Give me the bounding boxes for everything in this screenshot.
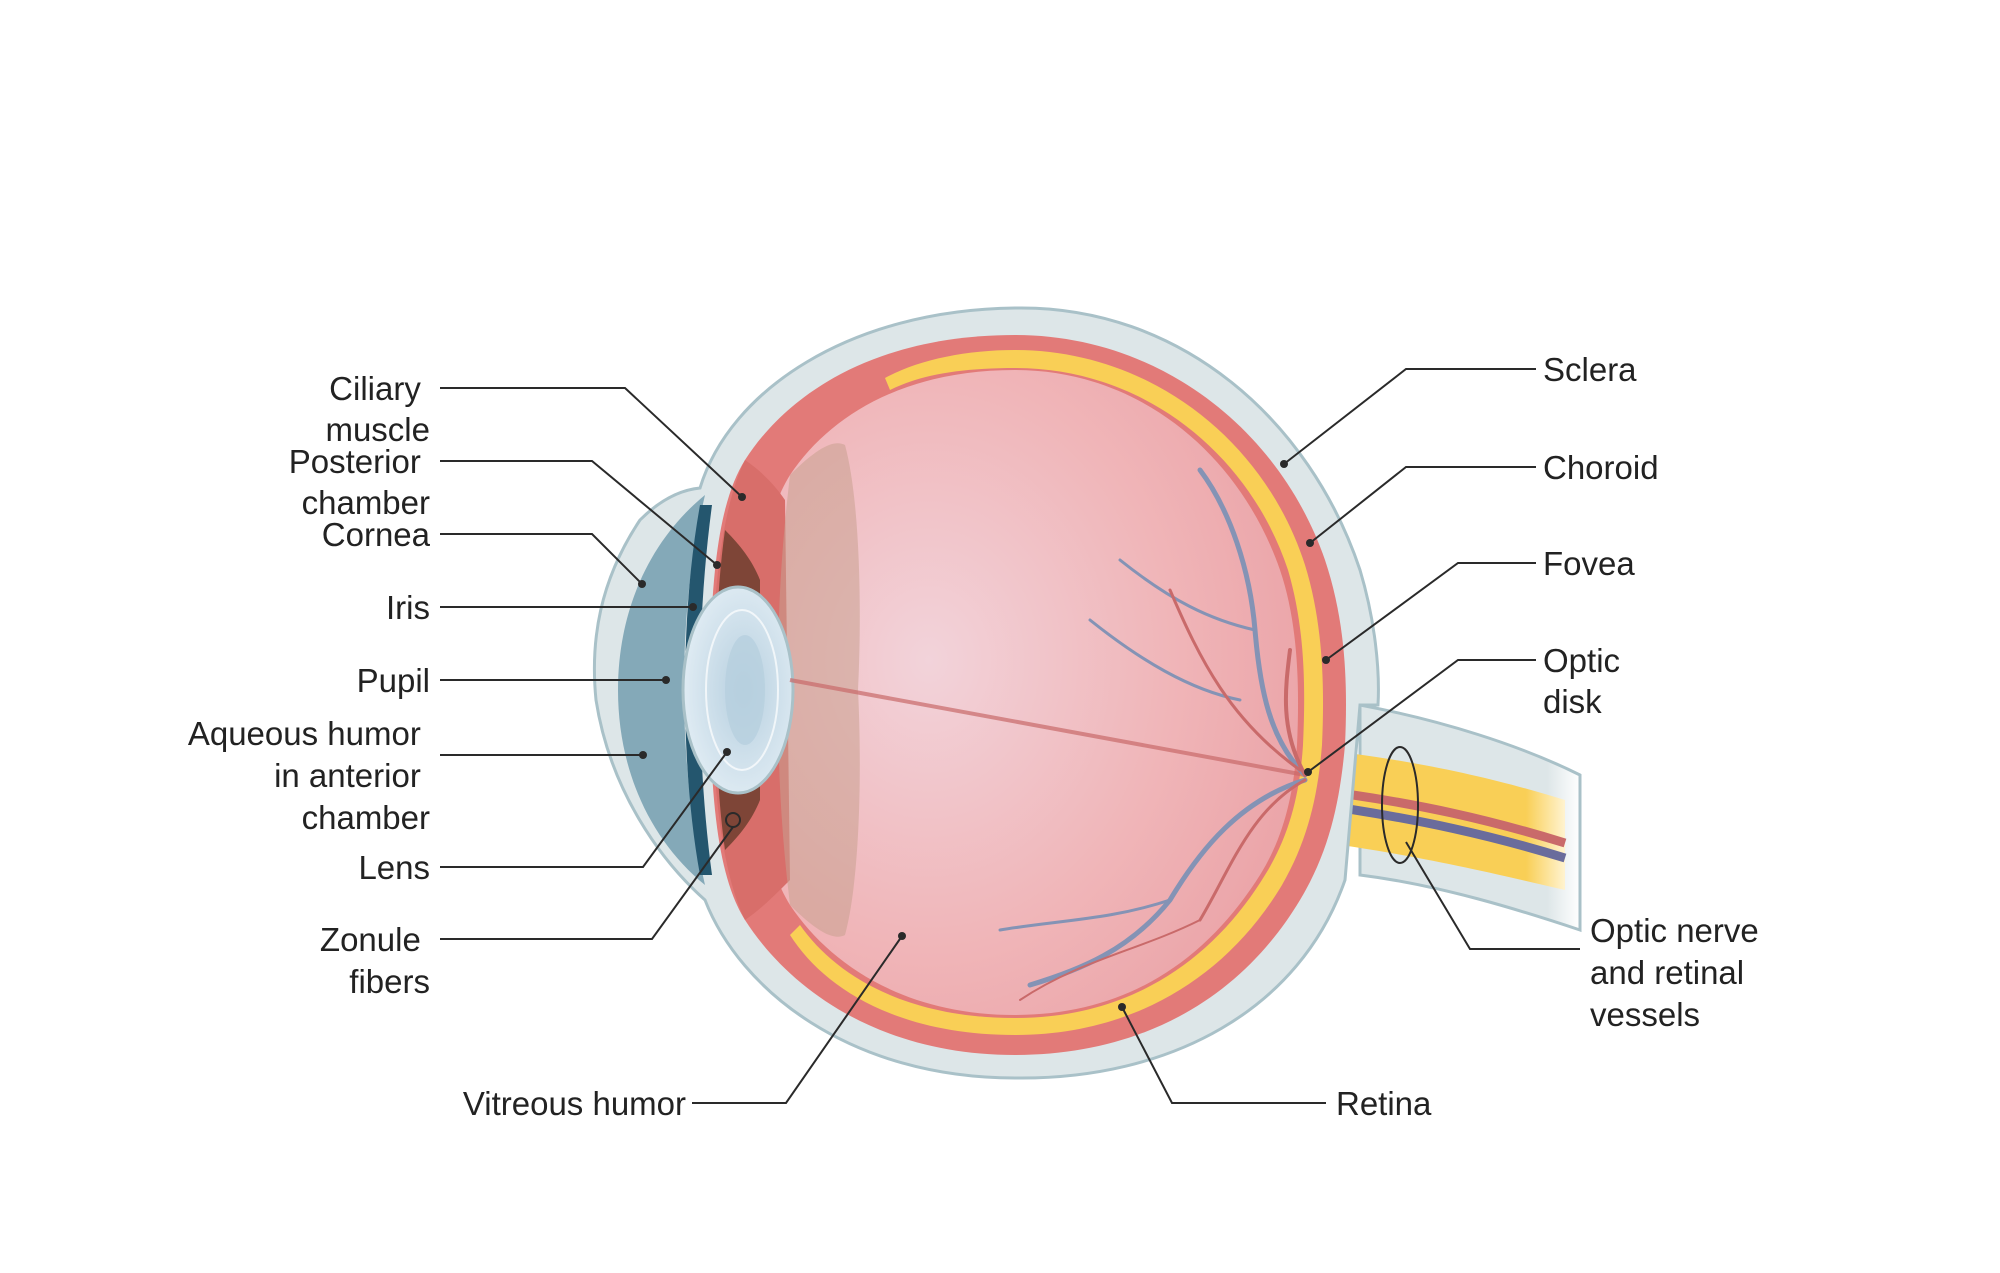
zonule-region (778, 443, 860, 937)
label-zonule-fibers: Zonule fibers (320, 921, 430, 1000)
label-optic-nerve: Optic nerve and retinal vessels (1590, 912, 1768, 1033)
label-lens: Lens (358, 849, 430, 886)
optic-nerve-ring (1381, 746, 1419, 864)
leader-lines (440, 368, 1580, 1104)
visual-axis (789, 678, 1306, 777)
label-posterior-chamber: Posterior chamber (289, 443, 430, 521)
label-retina: Retina (1336, 1085, 1432, 1122)
vitreous-body (755, 370, 1299, 1015)
label-cornea: Cornea (322, 516, 431, 553)
label-sclera: Sclera (1543, 351, 1637, 388)
lens (681, 585, 795, 795)
label-pupil: Pupil (357, 662, 430, 699)
label-dots (638, 460, 1330, 1011)
label-ciliary-muscle: Ciliary muscle (325, 370, 430, 448)
retinal-vessels (998, 467, 1308, 1001)
label-choroid: Choroid (1543, 449, 1659, 486)
label-fovea: Fovea (1543, 545, 1635, 582)
label-optic-disk: Optic disk (1543, 642, 1629, 720)
label-aqueous-humor: Aqueous humor in anterior chamber (188, 715, 430, 836)
label-iris: Iris (386, 589, 430, 626)
label-vitreous-humor: Vitreous humor (463, 1085, 686, 1122)
